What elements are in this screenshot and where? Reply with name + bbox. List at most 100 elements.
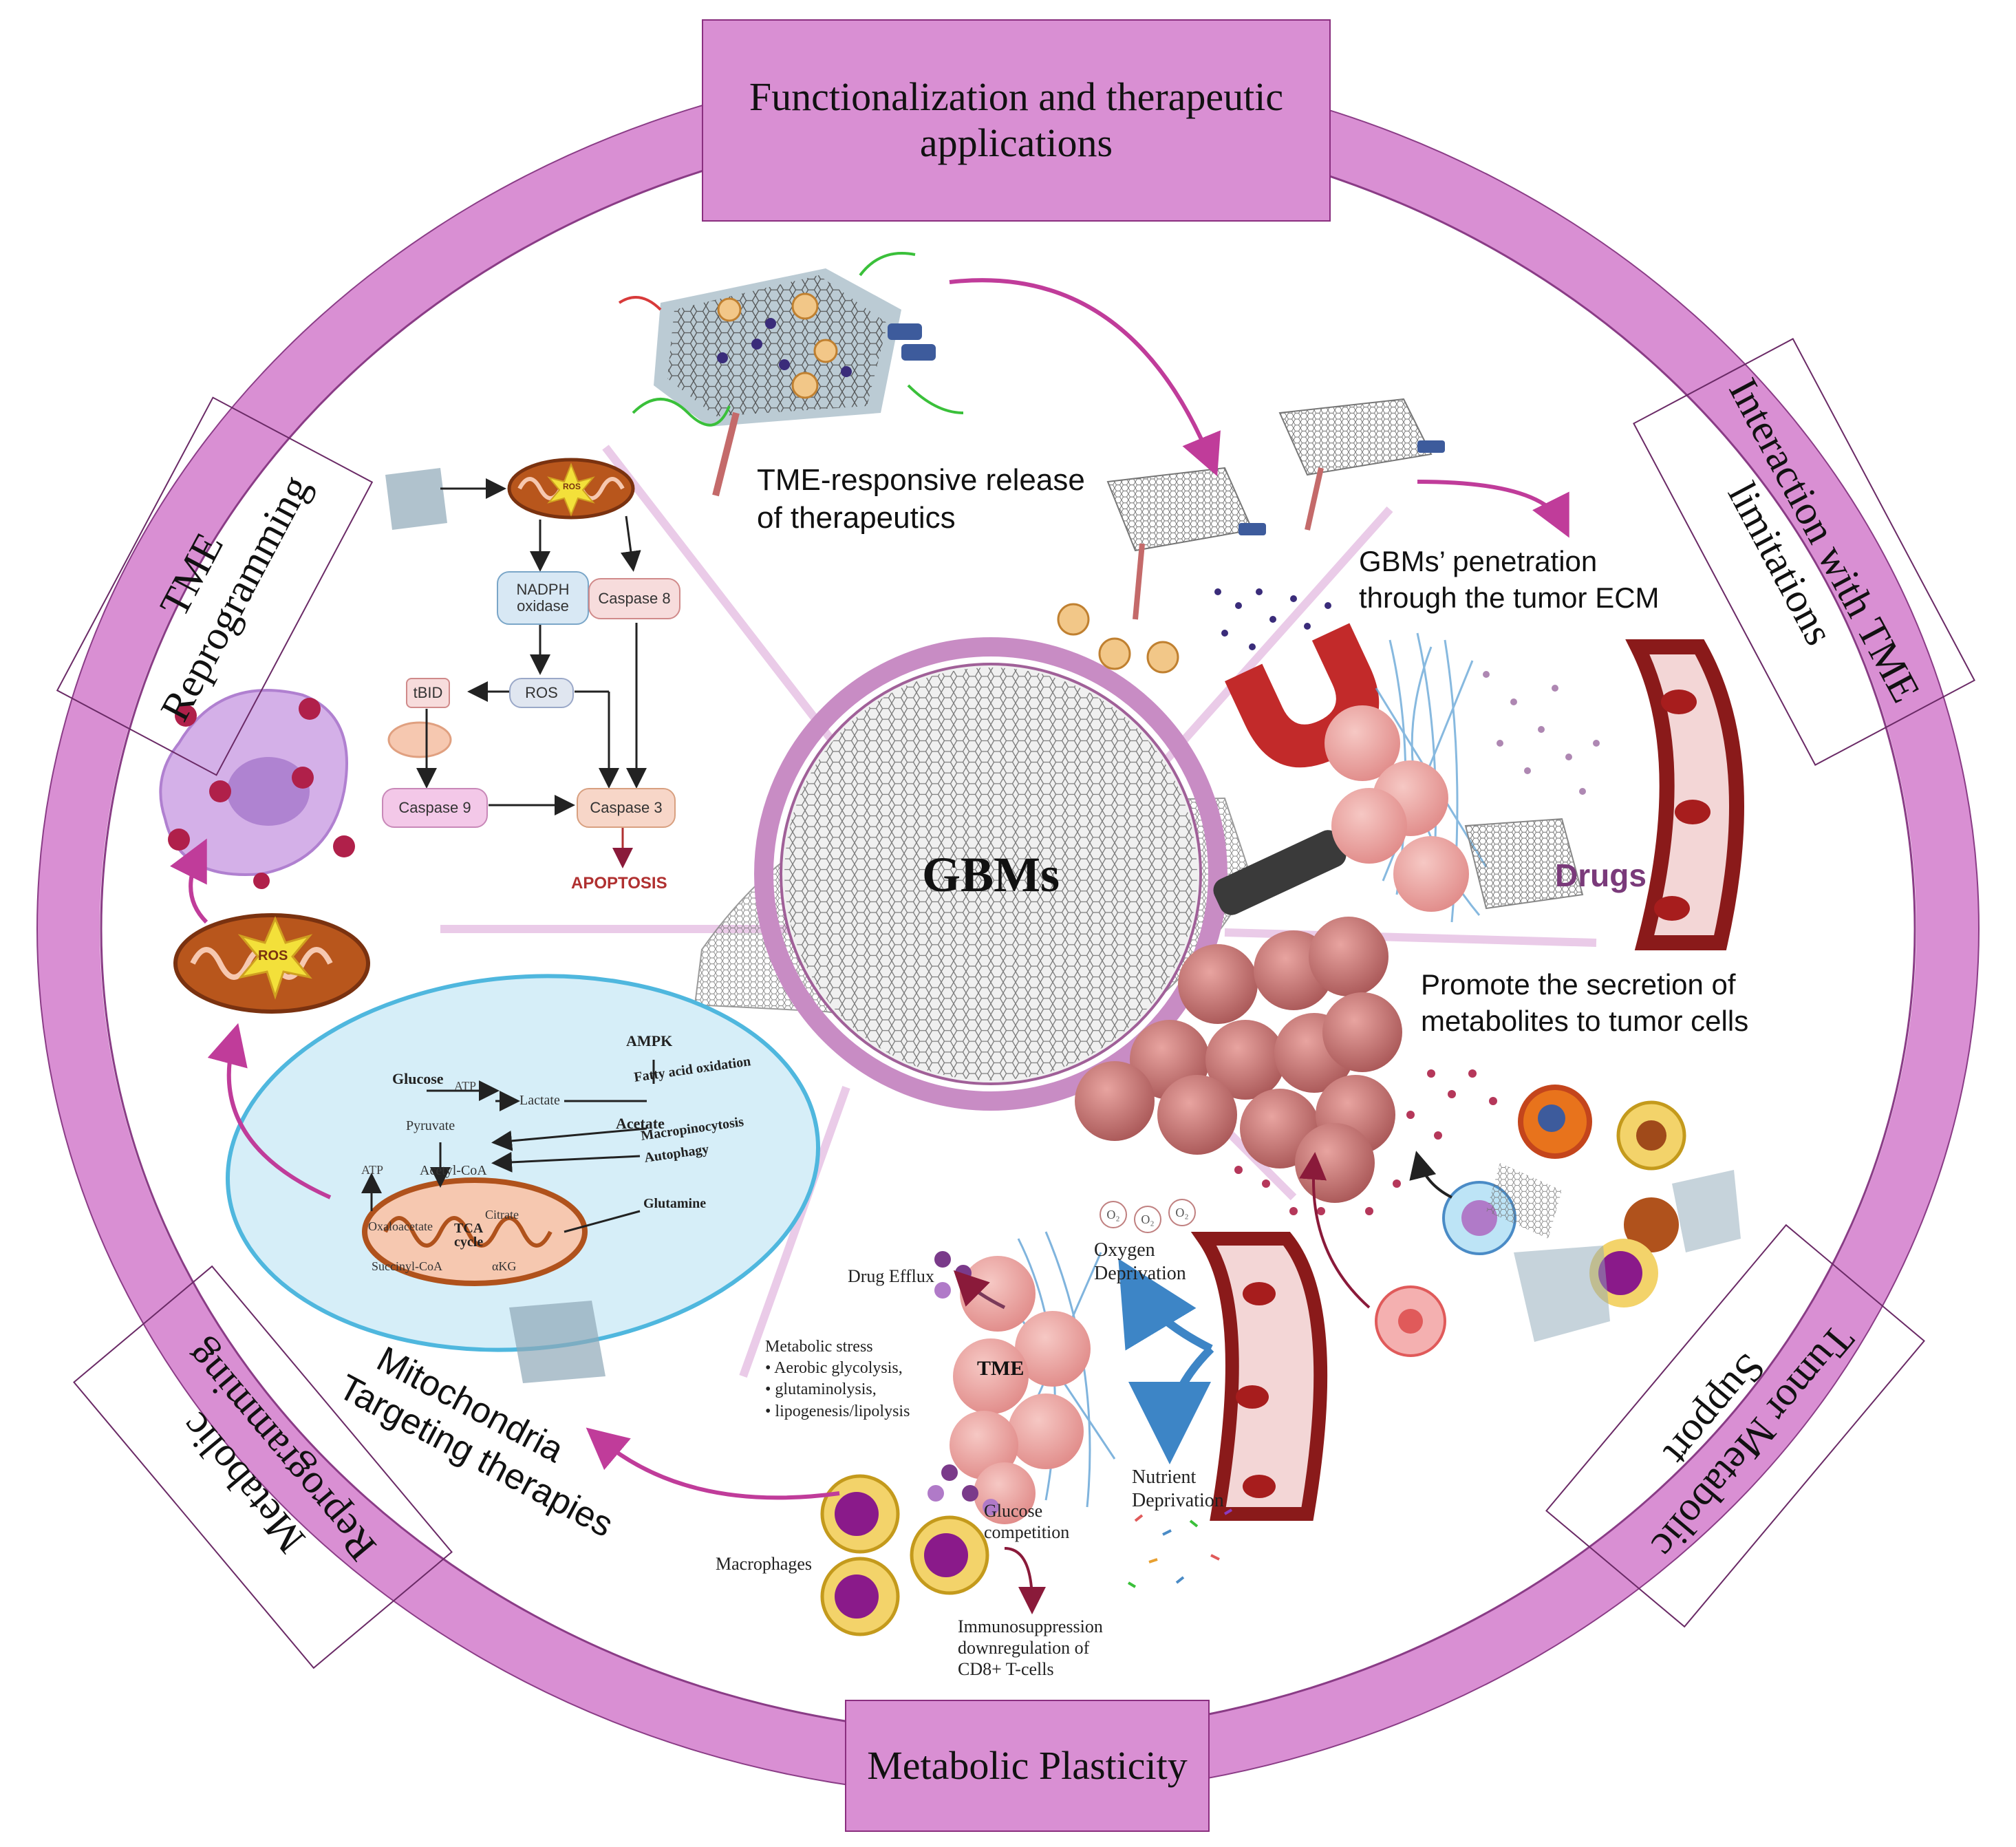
secretion-arrow [1409, 1151, 1452, 1199]
ring-label-top-line2: applications [919, 120, 1113, 165]
metabolic-stress-title: Metabolic stress [765, 1338, 873, 1356]
immuno-line1: Immunosuppression [958, 1616, 1103, 1636]
secretion-label: Promote the secretion of metabolites to … [1421, 967, 1748, 1039]
efflux-arrow [953, 1270, 1006, 1310]
oval-arrows [361, 1060, 655, 1233]
immune-arrow-left [1299, 1152, 1371, 1309]
stress-item-3: • lipogenesis/lipolysis [765, 1402, 910, 1420]
nutrient-line1: Nutrient [1132, 1466, 1197, 1488]
node-caspase-8: Caspase 8 [588, 578, 680, 619]
o2-label-2: O₂ [1134, 1206, 1161, 1233]
o2-label-1: O₂ [1100, 1201, 1127, 1228]
bottom-vessel [1190, 1232, 1328, 1521]
drugs-label: Drugs [1555, 857, 1647, 893]
node-ros: ROS [509, 678, 574, 708]
right-ecm-cluster [1325, 632, 1584, 923]
met-akg: αKG [492, 1259, 517, 1273]
penetration-line2: through the tumor ECM [1359, 581, 1660, 614]
secretion-line2: metabolites to tumor cells [1421, 1004, 1749, 1037]
tme-release-line2: of therapeutics [757, 501, 956, 535]
nutrient-label: Nutrient Deprivation [1132, 1466, 1224, 1512]
bottom-tme-cluster [950, 1231, 1116, 1524]
drug-efflux-label: Drug Efflux [848, 1266, 934, 1286]
oval-mitochondrion [362, 1177, 588, 1286]
apoptosis-arrows [416, 478, 647, 815]
tme-release-line1: TME-responsive release [757, 463, 1085, 497]
ring-label-top: Functionalization and therapeutic applic… [702, 19, 1331, 222]
immunosuppression-label: Immunosuppression downregulation of CD8+… [958, 1616, 1103, 1680]
stress-item-2: • glutaminolysis, [765, 1380, 877, 1399]
met-succinyl: Succinyl-CoA [372, 1259, 442, 1273]
node-caspase-9: Caspase 9 [382, 788, 488, 828]
glucose-line1: Glucose [984, 1501, 1043, 1521]
ring-label-bottom-text: Metabolic Plasticity [867, 1742, 1188, 1788]
node-nadph-oxidase: NADPH oxidase [497, 571, 589, 625]
nutrient-arrow [1128, 1345, 1214, 1464]
met-tca-line2: cycle [454, 1235, 484, 1250]
glucose-line2: competition [984, 1522, 1070, 1543]
nutrient-squiggles [1127, 1508, 1233, 1588]
node-tbid: tBID [406, 678, 450, 708]
met-tca-line1: TCA [454, 1221, 484, 1236]
oval-graphene [509, 1301, 605, 1383]
nadph-line1: NADPH [516, 580, 570, 598]
lens-handle [1213, 830, 1347, 915]
stress-item-1: • Aerobic glycolysis, [765, 1359, 903, 1378]
node-caspase-3: Caspase 3 [577, 788, 676, 828]
tme-small-label: TME [977, 1357, 1025, 1380]
oxygen-line1: Oxygen [1094, 1239, 1155, 1261]
tme-release-label: TME-responsive release of therapeutics [757, 461, 1085, 537]
ros-label-top: ROS [563, 482, 581, 491]
top-right-sheets [1057, 398, 1445, 674]
met-citrate: Citrate [485, 1208, 519, 1221]
macrophages-label: Macrophages [716, 1554, 813, 1574]
met-atp-2: ATP [361, 1163, 384, 1177]
penetration-line1: GBMs’ penetration [1359, 545, 1598, 577]
ring-label-top-line1: Functionalization and therapeutic [749, 74, 1284, 120]
right-vessel [1625, 639, 1744, 950]
oxygen-label: Oxygen Deprivation [1094, 1239, 1186, 1285]
apoptosis-graphene [385, 468, 447, 530]
metabolite-dots [1234, 1069, 1497, 1215]
apoptosis-label: APOPTOSIS [571, 874, 667, 893]
secretion-line1: Promote the secretion of [1421, 968, 1736, 1001]
glucose-competition-label: Glucose competition [984, 1500, 1069, 1543]
o2-label-3: O₂ [1168, 1199, 1196, 1226]
top-graphene-group [618, 252, 964, 497]
immuno-arrow [1004, 1547, 1046, 1614]
center-lens-lattice [784, 668, 1197, 1080]
met-atp-1: ATP [454, 1079, 477, 1093]
center-label: GBMs [921, 847, 1060, 902]
met-glucose: Glucose [392, 1070, 444, 1087]
center-lens-ring [754, 637, 1227, 1111]
immuno-line3: CD8+ T-cells [958, 1659, 1054, 1680]
met-acetyl-coa: Acetyl-CoA [420, 1163, 487, 1178]
met-tca: TCA cycle [454, 1221, 483, 1249]
met-lactate: Lactate [519, 1093, 560, 1108]
left-mitochondrion [173, 913, 370, 1014]
magenta-arrows [170, 278, 1569, 1500]
immuno-line2: downregulation of [958, 1638, 1090, 1658]
drug-dots-right [1483, 671, 1600, 795]
oxygen-arrow [1118, 1258, 1213, 1353]
met-ampk: AMPK [626, 1032, 673, 1049]
metabolic-stress-block: Metabolic stress • Aerobic glycolysis, •… [765, 1336, 910, 1422]
penetration-label: GBMs’ penetration through the tumor ECM [1359, 544, 1660, 616]
nadph-line2: oxidase [517, 597, 569, 615]
met-pyruvate: Pyruvate [406, 1118, 455, 1133]
macrophages [820, 1474, 989, 1636]
top-mitochondrion [507, 458, 635, 520]
small-mito [387, 721, 452, 758]
met-oxaloacetate: Oxaloacetate [368, 1219, 433, 1233]
met-glutamine: Glutamine [643, 1196, 707, 1211]
nutrient-line2: Deprivation [1132, 1489, 1224, 1511]
ring-label-bottom: Metabolic Plasticity [845, 1700, 1210, 1832]
tumor-cell-cluster [1075, 917, 1402, 1203]
met-acetate: Acetate [616, 1115, 665, 1132]
ros-label-left: ROS [258, 948, 288, 963]
oxygen-line2: Deprivation [1094, 1262, 1186, 1284]
immune-cells-right [1375, 1085, 1741, 1357]
left-cell [159, 689, 355, 889]
